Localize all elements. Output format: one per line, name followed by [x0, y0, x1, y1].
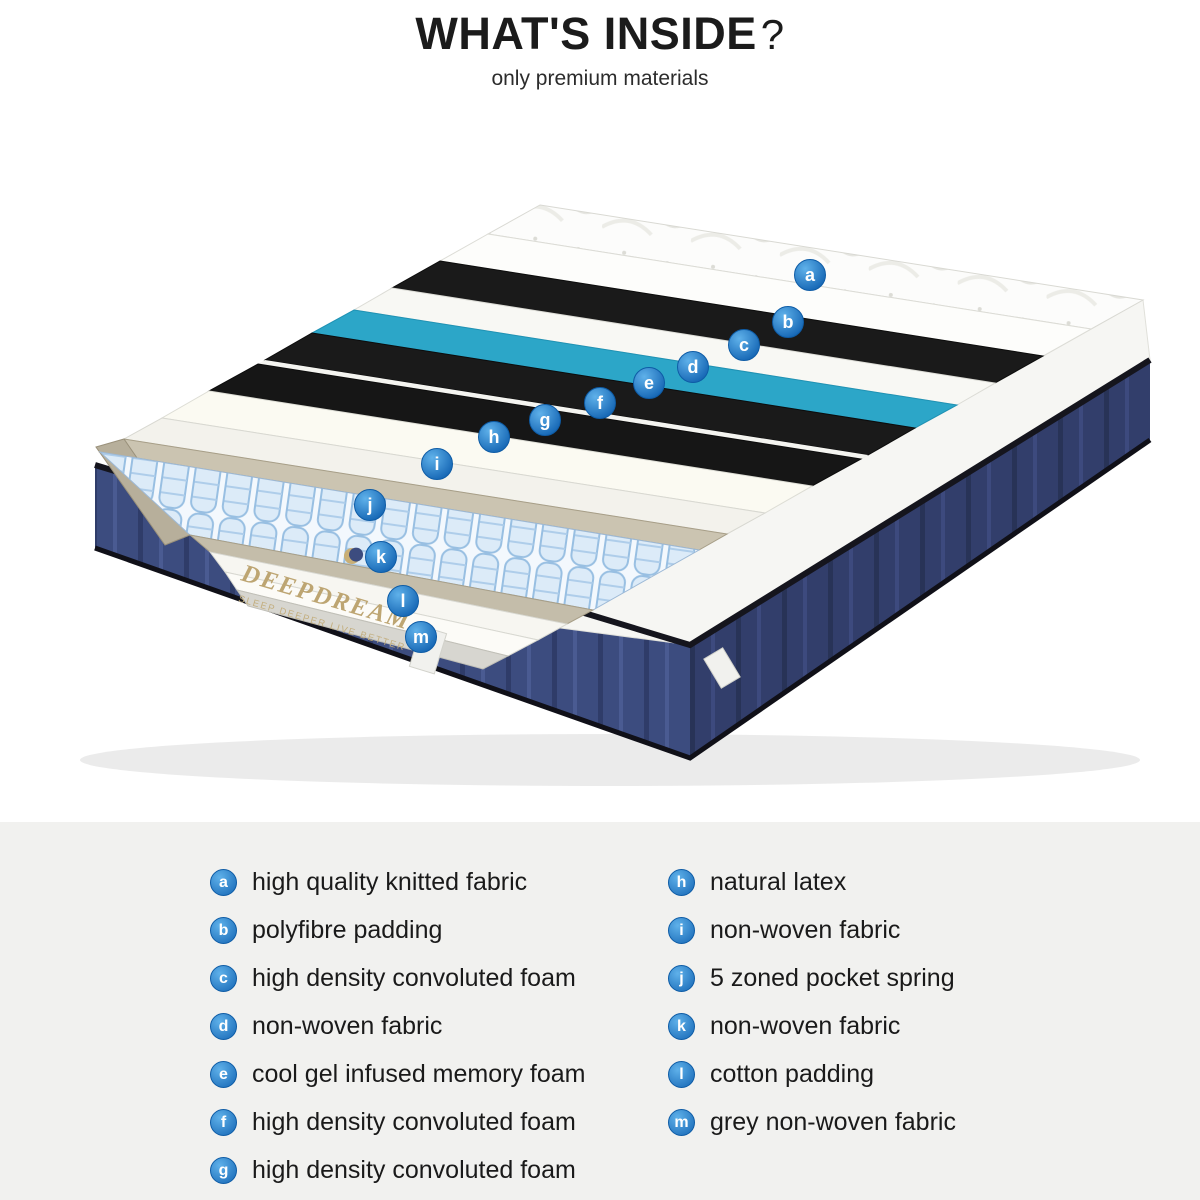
- svg-text:b: b: [783, 312, 794, 332]
- legend-column-right: h natural latex i non-woven fabric j 5 z…: [668, 868, 956, 1137]
- svg-text:d: d: [688, 357, 699, 377]
- legend-label-l: cotton padding: [710, 1060, 875, 1088]
- legend-item-h: h natural latex: [668, 868, 956, 897]
- diagram-badge-c: c: [728, 329, 760, 361]
- diagram-badge-l: l: [387, 585, 419, 617]
- svg-text:l: l: [400, 591, 405, 611]
- legend-badge-e: e: [210, 1061, 237, 1088]
- diagram-badge-e: e: [633, 367, 665, 399]
- diagram-badge-f: f: [584, 387, 616, 419]
- legend-label-i: non-woven fabric: [710, 916, 901, 944]
- legend-badge-h: h: [668, 869, 695, 896]
- diagram-badge-a: a: [794, 259, 826, 291]
- diagram-badge-h: h: [478, 421, 510, 453]
- mattress-shadow: [80, 734, 1140, 786]
- legend-label-b: polyfibre padding: [252, 916, 443, 944]
- svg-text:m: m: [413, 627, 429, 647]
- mattress-right-face: [690, 360, 1150, 758]
- diagram-badge-d: d: [677, 351, 709, 383]
- diagram-badge-j: j: [354, 489, 386, 521]
- diagram-badge-i: i: [421, 448, 453, 480]
- legend-badge-m: m: [668, 1109, 695, 1136]
- legend-label-f: high density convoluted foam: [252, 1108, 576, 1136]
- legend-item-b: b polyfibre padding: [210, 916, 585, 945]
- legend-badge-j: j: [668, 965, 695, 992]
- legend-badge-f: f: [210, 1109, 237, 1136]
- legend-panel: a high quality knitted fabric b polyfibr…: [0, 822, 1200, 1200]
- legend-label-h: natural latex: [710, 868, 847, 896]
- svg-text:a: a: [805, 265, 816, 285]
- layer-separator-f-g: [258, 360, 868, 459]
- legend-item-i: i non-woven fabric: [668, 916, 956, 945]
- page-title: WHAT'S INSIDE?: [0, 8, 1200, 60]
- svg-text:k: k: [376, 547, 387, 567]
- svg-text:h: h: [489, 427, 500, 447]
- legend-label-a: high quality knitted fabric: [252, 868, 528, 896]
- diagram-badge-m: m: [405, 621, 437, 653]
- legend-badge-d: d: [210, 1013, 237, 1040]
- diagram-badge-k: k: [365, 541, 397, 573]
- legend-item-k: k non-woven fabric: [668, 1012, 956, 1041]
- diagram-badge-b: b: [772, 306, 804, 338]
- svg-text:j: j: [366, 495, 372, 515]
- legend-badge-c: c: [210, 965, 237, 992]
- legend-label-k: non-woven fabric: [710, 1012, 901, 1040]
- legend-item-j: j 5 zoned pocket spring: [668, 964, 956, 993]
- svg-text:g: g: [540, 410, 551, 430]
- svg-text:c: c: [739, 335, 749, 355]
- legend-badge-l: l: [668, 1061, 695, 1088]
- diagram-badge-g: g: [529, 404, 561, 436]
- svg-text:e: e: [644, 373, 654, 393]
- legend-column-left: a high quality knitted fabric b polyfibr…: [210, 868, 585, 1185]
- page-title-text: WHAT'S INSIDE: [415, 8, 757, 59]
- page-subtitle: only premium materials: [491, 67, 709, 90]
- legend-item-f: f high density convoluted foam: [210, 1108, 585, 1137]
- legend-badge-b: b: [210, 917, 237, 944]
- legend-item-d: d non-woven fabric: [210, 1012, 585, 1041]
- brand-moon-icon: [344, 547, 364, 564]
- legend-label-j: 5 zoned pocket spring: [710, 964, 955, 992]
- legend-item-e: e cool gel infused memory foam: [210, 1060, 585, 1089]
- svg-text:f: f: [597, 393, 604, 413]
- legend-label-d: non-woven fabric: [252, 1012, 443, 1040]
- legend-label-g: high density convoluted foam: [252, 1156, 576, 1184]
- page-header: WHAT'S INSIDE? only premium materials: [0, 8, 1200, 91]
- legend-item-a: a high quality knitted fabric: [210, 868, 585, 897]
- legend-badge-g: g: [210, 1157, 237, 1184]
- legend-label-m: grey non-woven fabric: [710, 1108, 956, 1136]
- legend-item-c: c high density convoluted foam: [210, 964, 585, 993]
- legend-label-e: cool gel infused memory foam: [252, 1060, 586, 1088]
- care-label-side: [703, 647, 741, 689]
- legend-item-l: l cotton padding: [668, 1060, 956, 1089]
- legend-badge-a: a: [210, 869, 237, 896]
- legend-item-g: g high density convoluted foam: [210, 1156, 585, 1185]
- mattress-cutaway-diagram: DEEPDREAM SLEEP DEEPER LIVE BETTER a b c…: [80, 204, 1152, 786]
- page-title-question-mark: ?: [760, 11, 785, 58]
- svg-text:i: i: [434, 454, 439, 474]
- legend-item-m: m grey non-woven fabric: [668, 1108, 956, 1137]
- legend-badge-k: k: [668, 1013, 695, 1040]
- legend-label-c: high density convoluted foam: [252, 964, 576, 992]
- legend-badge-i: i: [668, 917, 695, 944]
